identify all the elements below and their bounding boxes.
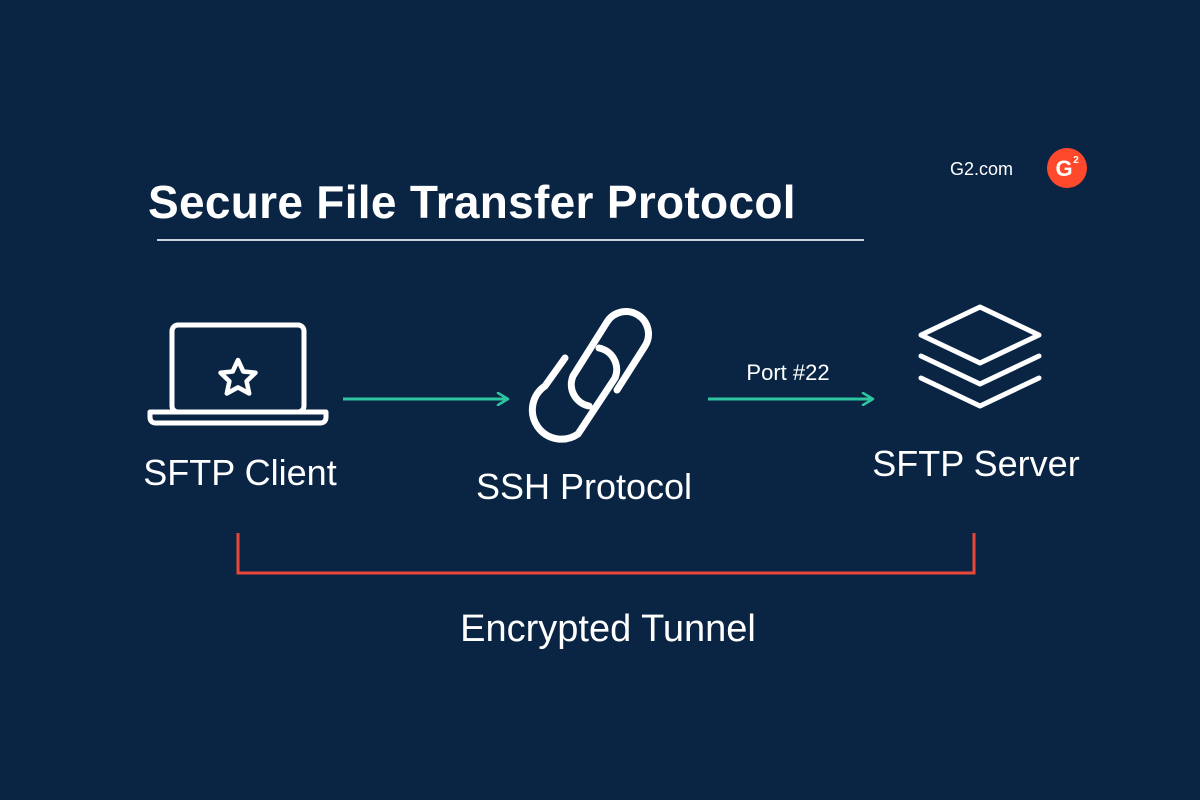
g2-logo-icon[interactable]: G 2	[1047, 148, 1087, 188]
port-label: Port #22	[746, 360, 830, 385]
layer-bottom	[918, 375, 1042, 409]
layer-top	[918, 304, 1042, 366]
title-underline	[157, 239, 864, 241]
star-icon	[218, 357, 258, 396]
chain-link-icon	[528, 308, 652, 443]
ssh-protocol-label: SSH Protocol	[475, 466, 693, 507]
page-title: Secure File Transfer Protocol	[148, 176, 796, 228]
chain-link-lower	[528, 344, 621, 443]
laptop-base	[147, 409, 329, 426]
g2-logo-superscript: 2	[1073, 155, 1079, 166]
brand-site-text[interactable]: G2.com	[950, 159, 1014, 179]
g2-logo-letter: G	[1055, 156, 1072, 181]
layer-middle	[918, 353, 1042, 387]
sftp-server-label: SFTP Server	[872, 443, 1080, 484]
sftp-client-label: SFTP Client	[143, 452, 337, 493]
laptop-screen	[169, 322, 307, 415]
laptop-star-icon	[147, 322, 329, 426]
g2-logo-circle	[1047, 148, 1087, 188]
chain-link-upper	[567, 308, 652, 410]
encrypted-tunnel-label: Encrypted Tunnel	[460, 608, 756, 650]
encrypted-tunnel-bracket	[236, 533, 976, 575]
stacked-layers-icon	[918, 304, 1042, 409]
